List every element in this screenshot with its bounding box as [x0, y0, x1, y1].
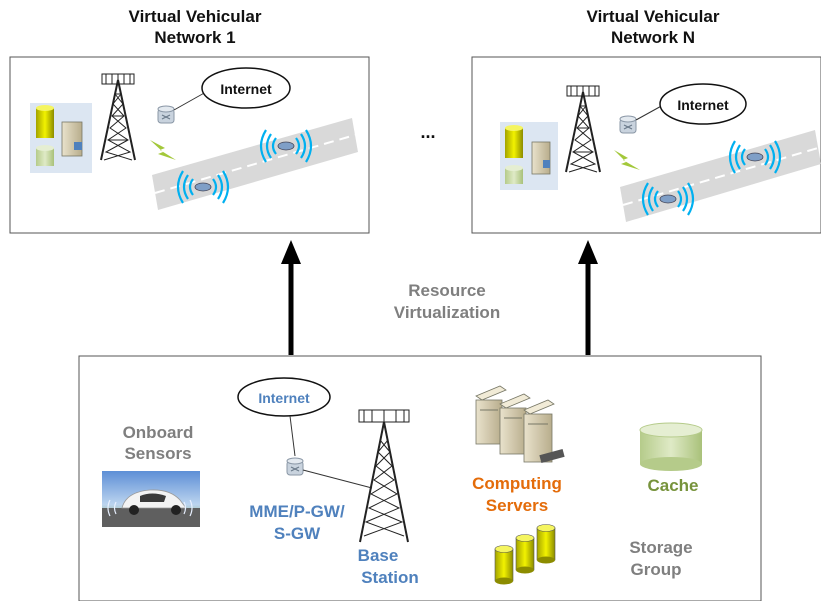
cloud-icon: Internet — [237, 377, 331, 417]
cache-icon — [639, 422, 703, 471]
network-1-title-line1: Virtual Vehicular — [129, 7, 262, 26]
computing-servers-icon — [475, 385, 565, 463]
router-icon — [286, 457, 304, 476]
base-station-tower-icon — [358, 409, 410, 543]
router-icon — [619, 115, 637, 134]
virtual-network-1: Internet — [9, 56, 370, 234]
wireless-bolt-icon — [614, 150, 640, 170]
storage-server-cluster-n — [500, 122, 558, 190]
virtualization-label-line2: Virtualization — [394, 303, 500, 322]
onboard-sensors-line1: Onboard — [123, 423, 194, 442]
internet-label-1: Internet — [220, 81, 272, 97]
storage-group-line2: Group — [631, 560, 682, 579]
router-icon — [157, 105, 175, 124]
network-n-title-line1: Virtual Vehicular — [587, 7, 720, 26]
mme-gw-line2: S-GW — [274, 524, 321, 543]
cloud-icon: Internet — [201, 67, 291, 109]
computing-servers-line2: Servers — [486, 496, 548, 515]
network-n-title-line2: Network N — [611, 28, 695, 47]
cloud-icon: Internet — [659, 83, 747, 125]
autonomous-car-image — [102, 471, 200, 527]
network-1-title-line2: Network 1 — [154, 28, 235, 47]
internet-label-bottom: Internet — [258, 390, 310, 406]
virtualization-arrow-right — [578, 240, 598, 355]
internet-label-n: Internet — [677, 97, 729, 113]
storage-group-line1: Storage — [629, 538, 692, 557]
wireless-bolt-icon — [150, 140, 176, 160]
virtual-network-n: Internet — [471, 56, 821, 234]
mme-gw-line1: MME/P-GW/ — [249, 502, 345, 521]
storage-server-cluster-1 — [30, 103, 92, 173]
ellipsis: ... — [420, 122, 435, 142]
base-station-line2: Station — [361, 568, 419, 587]
computing-servers-line1: Computing — [472, 474, 562, 493]
storage-group-icon — [494, 524, 556, 585]
physical-infrastructure: Onboard Sensors Internet MME/P-GW/ S-GW — [78, 355, 762, 601]
cache-label: Cache — [647, 476, 698, 495]
onboard-sensors-line2: Sensors — [124, 444, 191, 463]
base-station-line1: Base — [358, 546, 399, 565]
virtualization-label-line1: Resource — [408, 281, 485, 300]
virtualization-arrow-left — [281, 240, 301, 355]
